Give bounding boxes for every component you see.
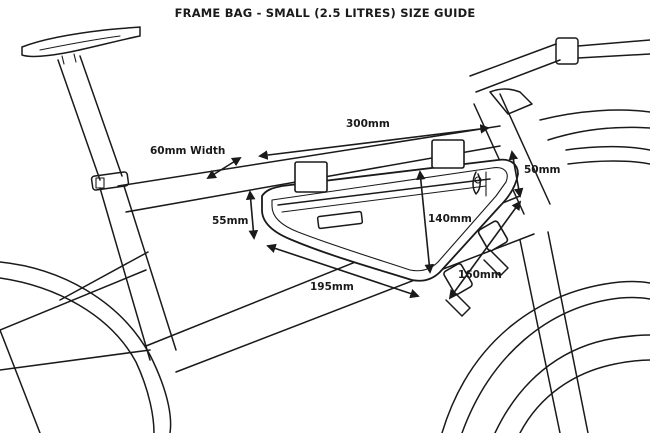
arrow-195mm bbox=[266, 243, 420, 299]
rear-stays bbox=[0, 251, 151, 371]
arrow-50mm bbox=[508, 150, 524, 198]
diagram-title: FRAME BAG - SMALL (2.5 LITRES) SIZE GUID… bbox=[174, 6, 476, 20]
label-300mm: 300mm bbox=[346, 118, 390, 130]
arrow-140mm bbox=[415, 170, 435, 274]
label-140mm: 140mm bbox=[428, 213, 472, 225]
arrow-55mm bbox=[245, 190, 259, 240]
label-width: 60mm Width bbox=[150, 145, 225, 157]
label-160mm: 160mm bbox=[458, 269, 502, 281]
label-195mm: 195mm bbox=[310, 281, 354, 293]
rear-wheel bbox=[0, 261, 172, 434]
arrow-width bbox=[206, 156, 242, 180]
label-55mm: 55mm bbox=[212, 215, 249, 227]
arrow-160mm bbox=[448, 200, 522, 300]
arrow-300mm bbox=[258, 124, 490, 160]
saddle bbox=[21, 26, 141, 65]
front-wheel bbox=[441, 280, 650, 434]
seat-post bbox=[57, 55, 177, 361]
dimension-arrows bbox=[206, 124, 524, 300]
label-50mm: 50mm bbox=[524, 164, 561, 176]
